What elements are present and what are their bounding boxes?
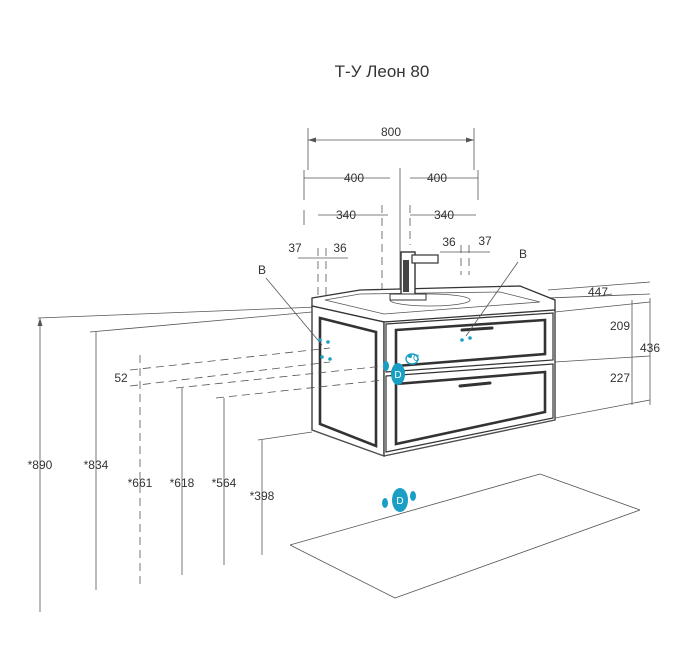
- label-d-upper: D: [394, 370, 401, 381]
- dim-52: 52: [114, 371, 128, 385]
- point-b-right-marker: [460, 338, 464, 342]
- dim-890: *890: [28, 458, 53, 472]
- dim-447: 447: [588, 285, 608, 299]
- point-b-left-marker-4: [328, 357, 332, 361]
- point-d-floor-left: [382, 498, 388, 508]
- vanity-cabinet: [311, 251, 556, 457]
- drawing-title: Т-У Леон 80: [335, 62, 430, 81]
- label-c: C: [413, 353, 420, 363]
- point-d-upper-side: [383, 361, 389, 371]
- left-height-dimensions: *890 *834 52 *661 *618 *564 *398: [28, 311, 385, 612]
- dim-36-right: 36: [442, 235, 456, 249]
- label-b-right: B: [519, 247, 527, 261]
- dim-37-left: 37: [288, 241, 302, 255]
- point-d-floor-right: [410, 491, 416, 501]
- dim-400-left: 400: [344, 171, 364, 185]
- faucet: [389, 251, 439, 301]
- point-b-left-marker-3: [320, 355, 324, 359]
- point-b-right-marker-2: [468, 336, 472, 340]
- dim-618: *618: [170, 476, 195, 490]
- dim-340-left: 340: [336, 208, 356, 222]
- dim-37-right: 37: [478, 234, 492, 248]
- point-b-left-marker-2: [326, 340, 330, 344]
- dim-36-left: 36: [333, 241, 347, 255]
- label-b-left: B: [258, 263, 266, 277]
- dim-436: 436: [640, 341, 660, 355]
- dim-400-right: 400: [427, 171, 447, 185]
- dim-800: 800: [381, 125, 401, 139]
- right-dimensions: 447 209 227 436: [547, 281, 660, 419]
- point-c-ring: [405, 353, 419, 365]
- top-dimensions: 800 400 400 340 340 37 36 36 37: [288, 125, 492, 300]
- dim-564: *564: [212, 476, 237, 490]
- label-d-floor: D: [396, 496, 403, 507]
- connection-points: B B C D D: [258, 247, 527, 512]
- dim-834: *834: [84, 458, 109, 472]
- dim-227: 227: [610, 371, 630, 385]
- dim-209: 209: [610, 319, 630, 333]
- point-d-floor-marker: [392, 488, 408, 512]
- point-d-upper-marker: [391, 363, 405, 385]
- dim-398: *398: [250, 489, 275, 503]
- dim-661: *661: [128, 476, 153, 490]
- point-b-left-marker: [318, 338, 322, 342]
- dim-340-right: 340: [434, 208, 454, 222]
